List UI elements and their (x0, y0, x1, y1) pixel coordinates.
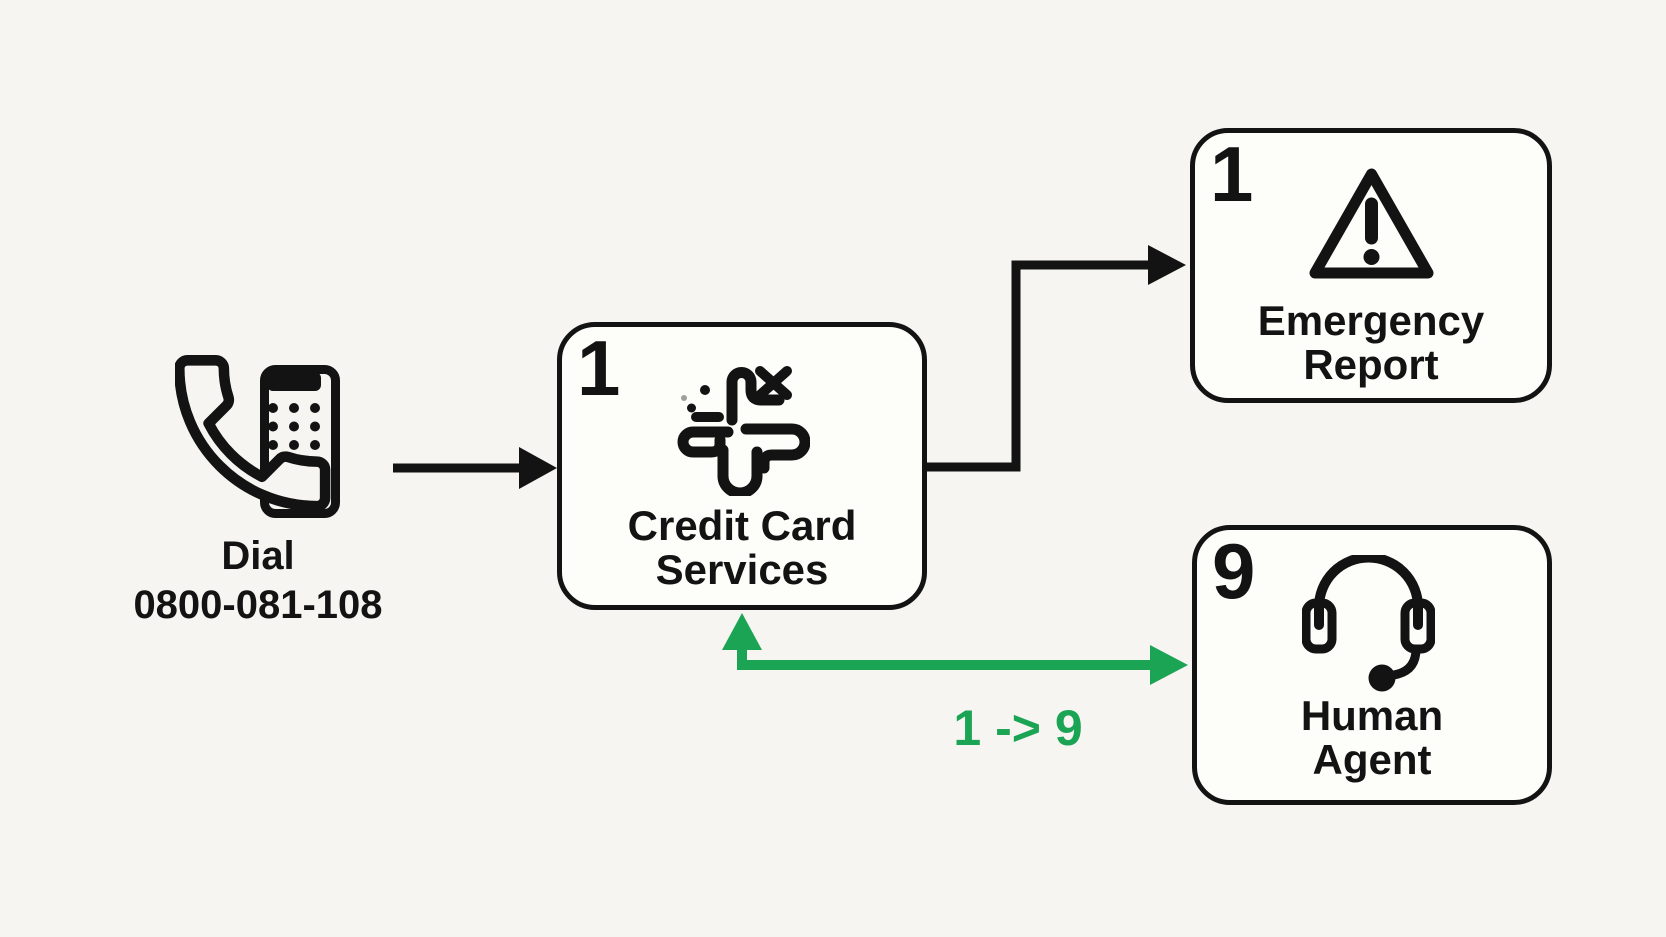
arrow-credit-card-to-human-agent (722, 613, 1188, 685)
node-key: 1 (1210, 130, 1254, 218)
node-label: Emergency Report (1257, 297, 1485, 388)
warning-triangle-icon (1309, 168, 1434, 279)
node-human-agent: 9 Human Agent (1192, 525, 1552, 805)
arrow-dial-to-credit-card (393, 447, 557, 489)
node-key: 9 (1212, 527, 1256, 615)
arrow-credit-card-to-emergency (927, 245, 1186, 472)
dial-line1: Dial (221, 534, 295, 578)
node-credit-card-services: 1 Credit Card Services (557, 322, 927, 610)
dial-label: Dial 0800-081-108 (98, 532, 418, 630)
node-label: Credit Card Services (627, 502, 857, 593)
headset-icon (1302, 555, 1435, 692)
phone-keypad-icon (175, 355, 340, 518)
cross-x-icon (677, 366, 810, 496)
dial-number: 0800-081-108 (133, 583, 383, 627)
node-emergency-report: 1 Emergency Report (1190, 128, 1552, 403)
transfer-key-label: 1 -> 9 (953, 700, 1083, 756)
node-label: Human Agent (1300, 692, 1444, 783)
node-key: 1 (577, 324, 621, 412)
